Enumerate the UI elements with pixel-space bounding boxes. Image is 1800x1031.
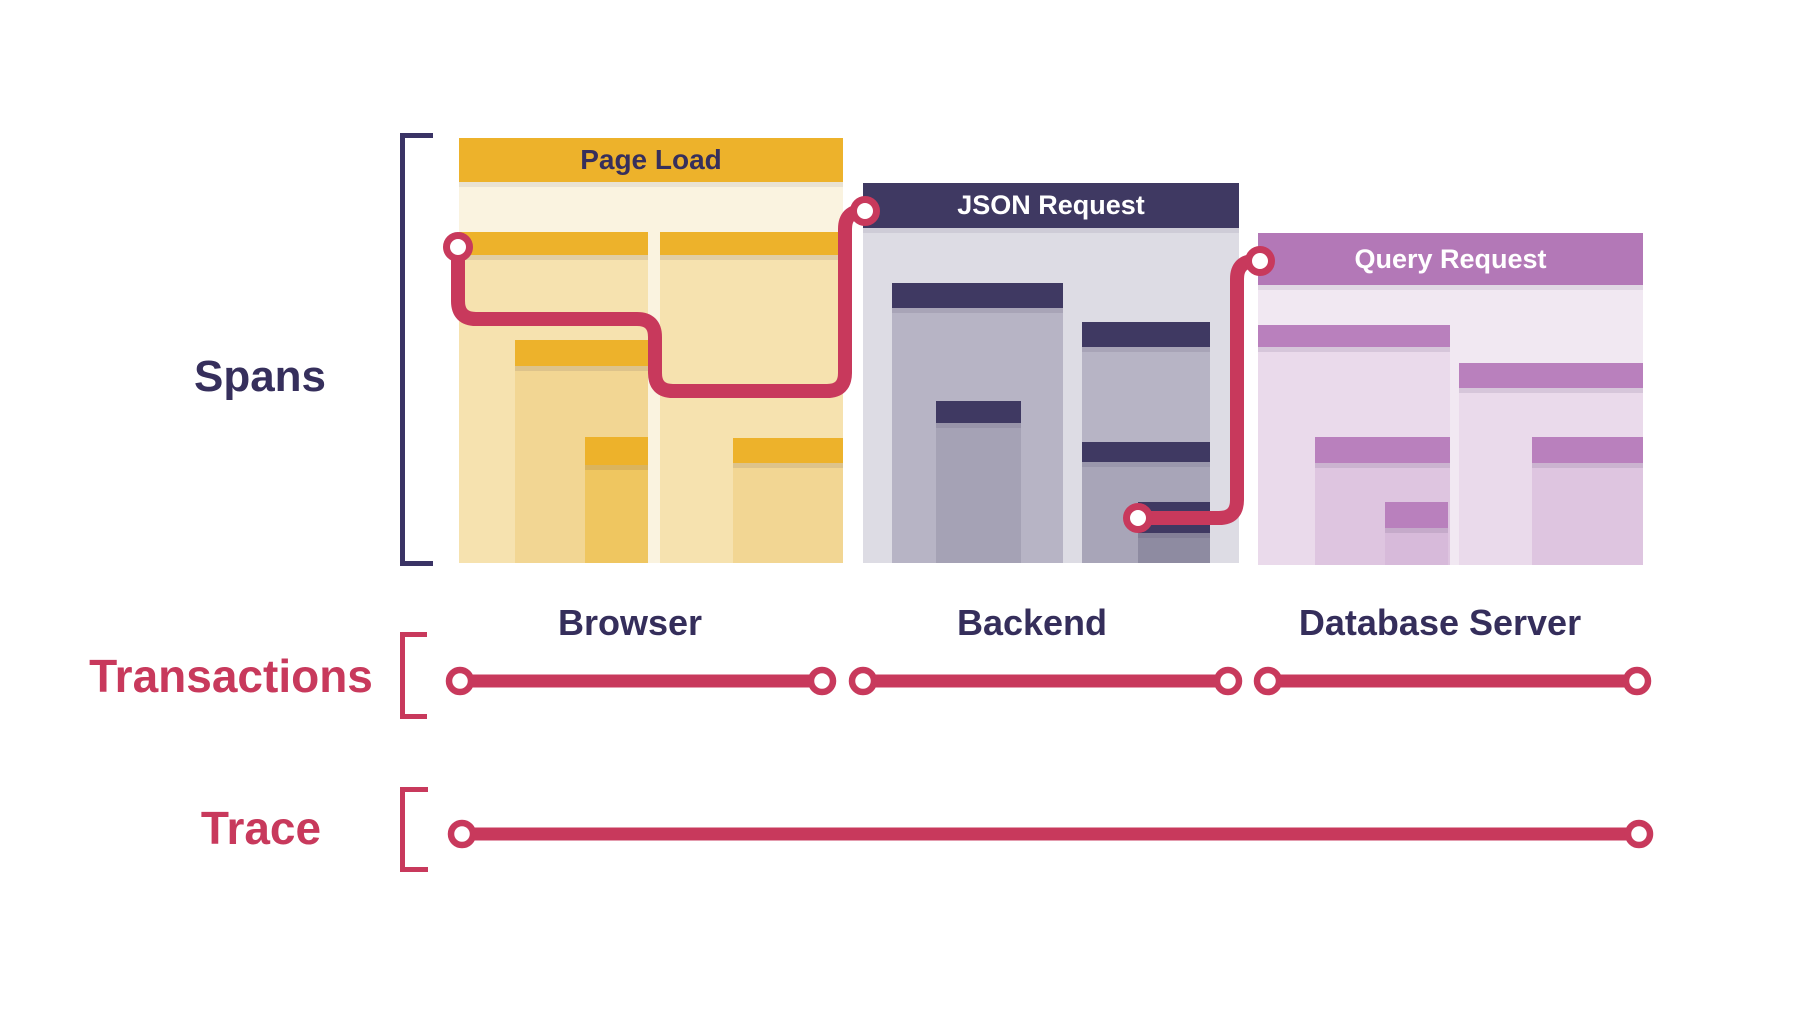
- query-request-title: Query Request: [1354, 243, 1547, 274]
- panel-query-request: Query Request: [1258, 233, 1643, 565]
- transaction-endpoint-icon: [1253, 666, 1283, 696]
- json-request-title: JSON Request: [957, 190, 1145, 220]
- panel-json-request: JSON Request: [863, 183, 1239, 563]
- json-request-header: JSON Request: [863, 183, 1239, 228]
- spans-label: Spans: [193, 352, 327, 401]
- page-load-title: Page Load: [580, 144, 722, 175]
- trace-node-icon: [1245, 246, 1275, 276]
- machine-label-backend: Backend: [956, 602, 1108, 643]
- span-bar: [585, 437, 648, 563]
- machine-label-browser: Browser: [557, 602, 703, 643]
- trace-label: Trace: [200, 802, 322, 854]
- query-request-header: Query Request: [1258, 233, 1643, 285]
- transaction-endpoint-icon: [848, 666, 878, 696]
- page-load-header: Page Load: [459, 138, 843, 182]
- trace-path-backend-to-database: [1140, 254, 1259, 525]
- trace-path-browser-to-backend: [451, 204, 864, 398]
- panel-page-load: Page Load: [459, 138, 843, 563]
- spans-bracket: [400, 133, 433, 566]
- trace-endpoint-icon: [447, 819, 477, 849]
- transaction-endpoint-icon: [1213, 666, 1243, 696]
- span-bar: [733, 438, 843, 563]
- transaction-endpoint-icon: [807, 666, 837, 696]
- trace-bracket: [400, 787, 428, 872]
- transaction-endpoint-icon: [445, 666, 475, 696]
- span-bar: [1532, 437, 1643, 565]
- span-bar: [936, 401, 1021, 563]
- transaction-endpoint-icon: [1622, 666, 1652, 696]
- trace-node-icon: [443, 232, 473, 262]
- trace-node-icon: [850, 196, 880, 226]
- transactions-label: Transactions: [89, 650, 373, 702]
- machine-label-database-server: Database Server: [1298, 602, 1582, 643]
- trace-node-icon: [1123, 503, 1153, 533]
- trace-endpoint-icon: [1624, 819, 1654, 849]
- transactions-bracket: [400, 632, 427, 719]
- span-bar: [1385, 502, 1448, 565]
